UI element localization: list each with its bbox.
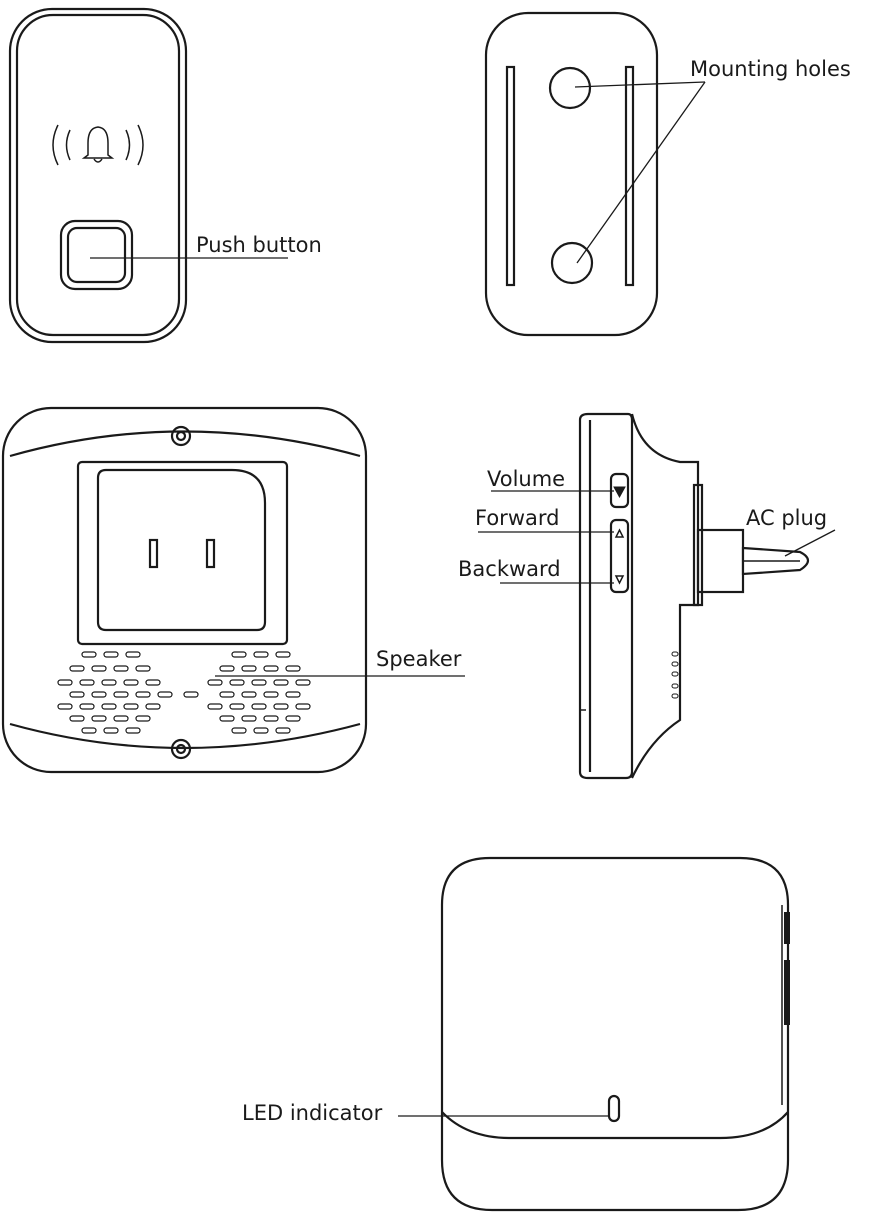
speaker-hole xyxy=(253,727,269,734)
speaker-grille xyxy=(57,651,311,734)
speaker-hole xyxy=(79,679,95,686)
transmitter-front xyxy=(8,7,188,344)
speaker-hole xyxy=(79,703,95,710)
push-button xyxy=(59,219,134,291)
speaker-hole xyxy=(69,691,85,698)
transmitter-back xyxy=(484,11,659,337)
speaker-hole xyxy=(295,703,311,710)
speaker-hole xyxy=(69,665,85,672)
speaker-hole xyxy=(241,691,257,698)
speaker-hole xyxy=(91,715,107,722)
speaker-hole xyxy=(285,665,301,672)
speaker-hole xyxy=(275,727,291,734)
speaker-hole xyxy=(263,715,279,722)
speaker-hole xyxy=(157,691,173,698)
speaker-hole xyxy=(145,703,161,710)
speaker-hole xyxy=(229,703,245,710)
speaker-hole xyxy=(263,691,279,698)
speaker-hole xyxy=(123,679,139,686)
speaker-hole xyxy=(231,727,247,734)
backward-label: Backward xyxy=(458,557,561,581)
speaker-hole xyxy=(273,703,289,710)
speaker-hole xyxy=(91,665,107,672)
speaker-hole xyxy=(135,691,151,698)
speaker-hole xyxy=(251,679,267,686)
speaker-hole xyxy=(125,651,141,658)
speaker-hole xyxy=(219,715,235,722)
vent-slot xyxy=(671,651,679,657)
speaker-hole xyxy=(101,703,117,710)
led-indicator-label: LED indicator xyxy=(242,1101,383,1125)
ac-plug-label: AC plug xyxy=(746,506,827,530)
vent-slot xyxy=(671,693,679,699)
speaker-hole xyxy=(231,651,247,658)
speaker-hole xyxy=(101,679,117,686)
speaker-hole xyxy=(241,715,257,722)
vent-slot xyxy=(671,661,679,667)
volume-label: Volume xyxy=(487,467,565,491)
speaker-hole xyxy=(229,679,245,686)
receiver-front xyxy=(1,406,368,774)
down-triangle-icon xyxy=(614,575,625,585)
volume-icon xyxy=(613,486,626,499)
speaker-hole xyxy=(285,691,301,698)
speaker-label: Speaker xyxy=(376,647,462,671)
speaker-hole xyxy=(183,691,199,698)
receiver-side xyxy=(578,412,810,780)
speaker-hole xyxy=(103,727,119,734)
up-triangle-icon xyxy=(614,528,625,538)
vent-slot xyxy=(671,683,679,689)
speaker-hole xyxy=(69,715,85,722)
speaker-hole xyxy=(135,665,151,672)
led-indicator xyxy=(607,1094,621,1123)
speaker-hole xyxy=(57,679,73,686)
speaker-hole xyxy=(207,679,223,686)
speaker-hole xyxy=(219,665,235,672)
speaker-hole xyxy=(251,703,267,710)
speaker-hole xyxy=(285,715,301,722)
speaker-hole xyxy=(135,715,151,722)
vent-slot xyxy=(671,671,679,677)
push-button-label: Push button xyxy=(196,233,322,257)
speaker-hole xyxy=(113,665,129,672)
speaker-hole xyxy=(219,691,235,698)
speaker-hole xyxy=(81,727,97,734)
speaker-hole xyxy=(207,703,223,710)
speaker-hole xyxy=(81,651,97,658)
speaker-hole xyxy=(273,679,289,686)
speaker-hole xyxy=(275,651,291,658)
speaker-hole xyxy=(263,665,279,672)
mounting-holes-label: Mounting holes xyxy=(690,57,851,81)
speaker-hole xyxy=(57,703,73,710)
speaker-hole xyxy=(91,691,107,698)
speaker-hole xyxy=(103,651,119,658)
speaker-hole xyxy=(113,715,129,722)
mounting-hole-top xyxy=(548,66,592,110)
bell-icon xyxy=(52,124,144,166)
speaker-hole xyxy=(295,679,311,686)
speaker-hole xyxy=(145,679,161,686)
speaker-hole xyxy=(113,691,129,698)
mounting-hole-bottom xyxy=(550,241,594,285)
forward-backward-button xyxy=(609,518,630,594)
receiver-top xyxy=(440,856,790,1212)
side-vent xyxy=(671,651,679,699)
speaker-hole xyxy=(241,665,257,672)
speaker-hole xyxy=(125,727,141,734)
speaker-hole xyxy=(123,703,139,710)
speaker-hole xyxy=(253,651,269,658)
forward-label: Forward xyxy=(475,506,559,530)
